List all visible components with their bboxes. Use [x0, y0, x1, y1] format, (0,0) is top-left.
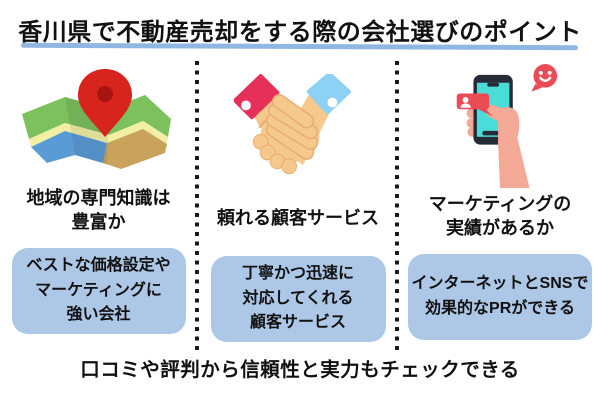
handshake-icon: [234, 58, 362, 190]
wrist: [498, 130, 530, 188]
point-column-local-knowledge: 地域の専門知識は 豊富か ベストな価格設定や マーケティングに 強い会社: [0, 58, 197, 334]
box-line: マーケティングに: [35, 281, 162, 299]
chat-bubble-smiley: [533, 64, 558, 88]
smiley-eye: [547, 70, 552, 75]
box-line: 対応してくれる: [242, 289, 354, 307]
heading-line: 頼れる顧客サービス: [217, 208, 379, 229]
finger: [267, 124, 313, 159]
knuckle: [259, 144, 276, 161]
point-box: ベストな価格設定や マーケティングに 強い会社: [11, 248, 186, 334]
person-shoulders: [460, 103, 471, 108]
map-blue-area: [30, 130, 107, 163]
footer-note: 口コミや評判から信頼性と実力もチェックできる: [80, 359, 520, 381]
page-title: 香川県で不動産売却をする際の会社選びのポイント: [18, 19, 582, 46]
finger: [269, 104, 317, 138]
thumb: [485, 104, 517, 126]
point-column-customer-service: 頼れる顧客サービス 丁寧かつ迅速に 対応してくれる 顧客サービス: [200, 58, 396, 342]
point-box: 丁寧かつ迅速に 対応してくれる 顧客サービス: [210, 256, 386, 342]
right-cufflink: [327, 97, 338, 108]
map-yellow-road: [28, 120, 168, 147]
map-pin-icon: [19, 58, 179, 182]
heading-line: 実績があるか: [446, 218, 554, 238]
box-line: 強い会社: [66, 306, 131, 324]
box-line: インターネットとSNSで: [411, 275, 589, 293]
dotted-divider: [395, 61, 399, 351]
box-line: 丁寧かつ迅速に: [241, 264, 354, 282]
heading-line: マーケティングの: [428, 194, 572, 215]
box-line: ベストな価格設定や: [26, 256, 171, 274]
box-line: 効果的なPRができる: [425, 300, 575, 317]
map-pin-icon: [21, 68, 171, 169]
chat-bubble-person-tail: [478, 107, 493, 117]
dotted-divider: [195, 61, 199, 351]
smiley-eye: [538, 70, 543, 75]
location-pin: [77, 68, 132, 137]
point-heading: マーケティングの 実績があるか: [429, 188, 572, 246]
finger: [273, 95, 313, 128]
point-box: インターネットとSNSで 効果的なPRができる: [408, 254, 592, 340]
box-line: 顧客サービス: [249, 314, 346, 332]
location-pin-hole: [96, 85, 113, 102]
heading-line: 地域の専門知識は: [26, 188, 171, 209]
point-heading: 頼れる顧客サービス: [217, 190, 379, 248]
finger: [267, 114, 317, 149]
phone-notch: [487, 82, 500, 87]
map-tan-area: [102, 128, 167, 169]
knuckle: [281, 158, 298, 175]
point-heading: 地域の専門知識は 豊富か: [27, 182, 171, 240]
smiley-mouth: [539, 76, 552, 82]
left-cufflink: [241, 100, 251, 111]
person-head: [462, 96, 469, 103]
right-sleeve: [306, 74, 352, 115]
handshake-icon: [234, 74, 352, 175]
point-column-marketing: マーケティングの 実績があるか インターネットとSNSで 効果的なPRができる: [400, 58, 600, 340]
smartphone-sns-icon: [456, 64, 558, 188]
heading-line: 豊富か: [71, 212, 126, 232]
chat-bubble-smiley-tail: [531, 83, 543, 92]
smartphone-sns-icon: [441, 58, 559, 188]
